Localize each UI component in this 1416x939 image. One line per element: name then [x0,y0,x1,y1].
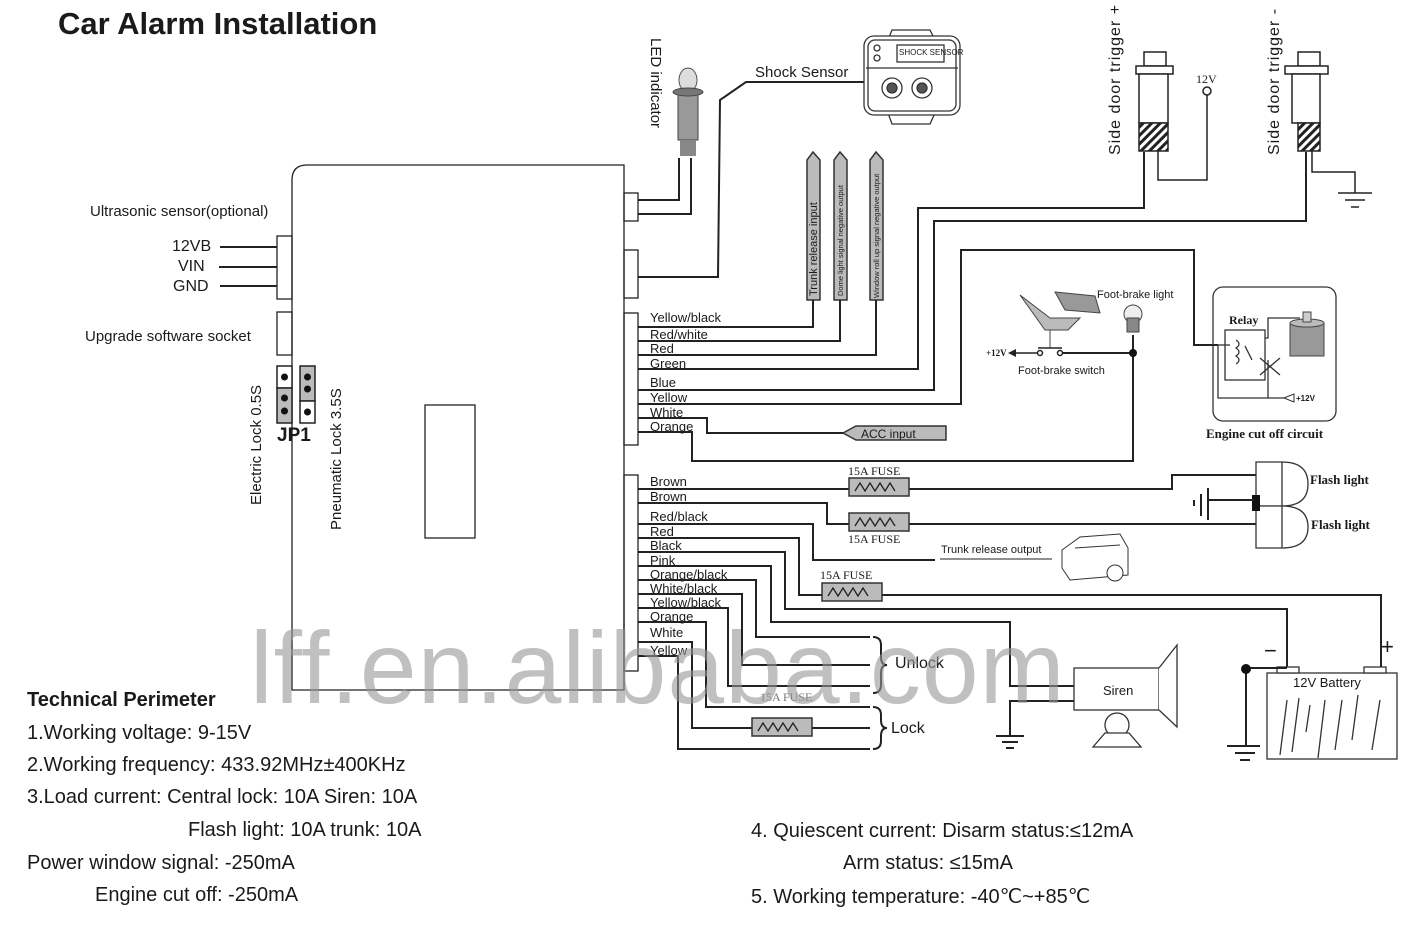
wire-label: White/black [650,581,718,596]
led-indicator-label: LED indicator [647,38,664,129]
plus12v-label: +12V [986,348,1007,358]
tech-line: Flash light: 10A trunk: 10A [188,819,422,841]
side-door-trigger-plus-label: Side door trigger + [1107,3,1124,155]
tech-line: 4. Quiescent current: Disarm status:≤12m… [751,820,1134,842]
upgrade-socket [276,311,293,356]
wire-label: Blue [650,375,677,390]
wire-label: Yellow [650,643,688,658]
ultrasonic-connector [276,235,293,300]
page-title: Car Alarm Installation [58,6,378,41]
tag-window-roll-up-output: Window roll up signal negative output [872,173,881,298]
trunk-release-output-label: Trunk release output [941,544,1042,556]
tech-line: 3.Load current: Central lock: 10A Siren:… [27,786,418,808]
relay-label: Relay [1229,313,1259,327]
tech-line: 5. Working temperature: -40℃~+85℃ [751,886,1091,908]
wire-label: Yellow/black [650,310,722,325]
control-box-window [424,404,476,539]
flash-light-icon [1255,461,1309,549]
tech-line: Power window signal: -250mA [27,852,295,874]
wire-label: White [650,625,684,640]
battery-minus: − [1264,638,1277,663]
engine-cut-off-caption: Engine cut off circuit [1206,426,1324,441]
wire-label: Orange [650,609,694,624]
wire-label: Red/black [650,509,708,524]
wire-group2-connector [623,474,639,672]
pneumatic-lock-label: Pneumatic Lock 3.5S [328,388,345,530]
led-indicator-icon [672,67,704,156]
side-door-trigger-plus-icon [1135,51,1174,152]
pin-12vb: 12VB [172,238,212,255]
tech-heading: Technical Perimeter [27,689,216,711]
wire-label: Pink [650,553,676,568]
shock-sensor-badge: SHOCK SENSOR [899,48,964,57]
wire-label: Green [650,356,687,371]
tech-line: 1.Working voltage: 9-15V [27,722,252,744]
electric-lock-label: Electric Lock 0.5S [248,384,265,505]
tech-line: Arm status: ≤15mA [843,852,1013,874]
led-connector [623,192,639,222]
tech-line: Engine cut off: -250mA [95,884,299,906]
wire-label: White [650,405,684,420]
pin-vin: VIN [178,258,205,275]
fuse-label: 15A FUSE [760,690,813,704]
flash-light-label: Flash light [1311,517,1370,532]
watermark: lff.en.alibaba.com [250,611,1066,725]
shock-connector [623,249,639,299]
output-tags [806,150,884,301]
jp1-label: JP1 [277,425,311,446]
fuse-label: 15A FUSE [848,464,901,478]
acc-input-tag [841,425,947,441]
wire-label: Orange [650,419,694,434]
wire-label: Orange/black [650,567,728,582]
fuses [751,477,910,737]
shock-sensor-label: Shock Sensor [755,64,849,81]
tag-trunk-release-input: Trunk release input [808,202,820,296]
side-door-trigger-minus-label: Side door trigger - [1266,7,1283,155]
lock-label: Lock [891,720,925,737]
tag-dome-light-output: Dome light signal negative output [836,185,845,296]
ultrasonic-sensor-label: Ultrasonic sensor(optional) [90,203,269,220]
wire-label: Brown [650,489,687,504]
shock-sensor-icon [863,29,961,125]
acc-input-label: ACC input [861,427,916,441]
foot-brake-switch-label: Foot-brake switch [1018,365,1105,377]
pin-gnd: GND [173,278,209,295]
fuse-label: 15A FUSE [848,532,901,546]
wire-label: Red/white [650,327,708,342]
battery-label: 12V Battery [1293,675,1361,690]
trunk-car-icon [1061,533,1129,582]
wire-label: Yellow/black [650,595,722,610]
side-door-trigger-minus-icon [1284,51,1329,152]
upgrade-socket-label: Upgrade software socket [85,328,251,345]
siren-icon [1073,643,1178,748]
tech-line: 2.Working frequency: 433.92MHz±400KHz [27,754,406,776]
unlock-label: Unlock [895,655,944,672]
wire-label: Black [650,538,682,553]
engine-motor-icon [1289,311,1325,357]
battery-plus: + [1381,634,1394,659]
fuse-label: 15A FUSE [820,568,873,582]
twelve-v-label: 12V [1196,72,1217,86]
engine-cut-off-box [1212,286,1337,422]
foot-brake-pedal-icon [1019,291,1101,348]
wire-label: Red [650,341,674,356]
wire-label: Brown [650,474,687,489]
flash-light-label: Flash light [1310,472,1369,487]
relay-plus12v-label: +12V [1296,394,1315,403]
foot-brake-light-label: Foot-brake light [1097,289,1174,301]
wire-label: Yellow [650,390,688,405]
wire-label: Red [650,524,674,539]
wire-group1-connector [623,312,639,446]
foot-brake-light-icon [1123,304,1143,333]
battery-icon [1266,666,1398,760]
siren-label: Siren [1103,683,1134,698]
